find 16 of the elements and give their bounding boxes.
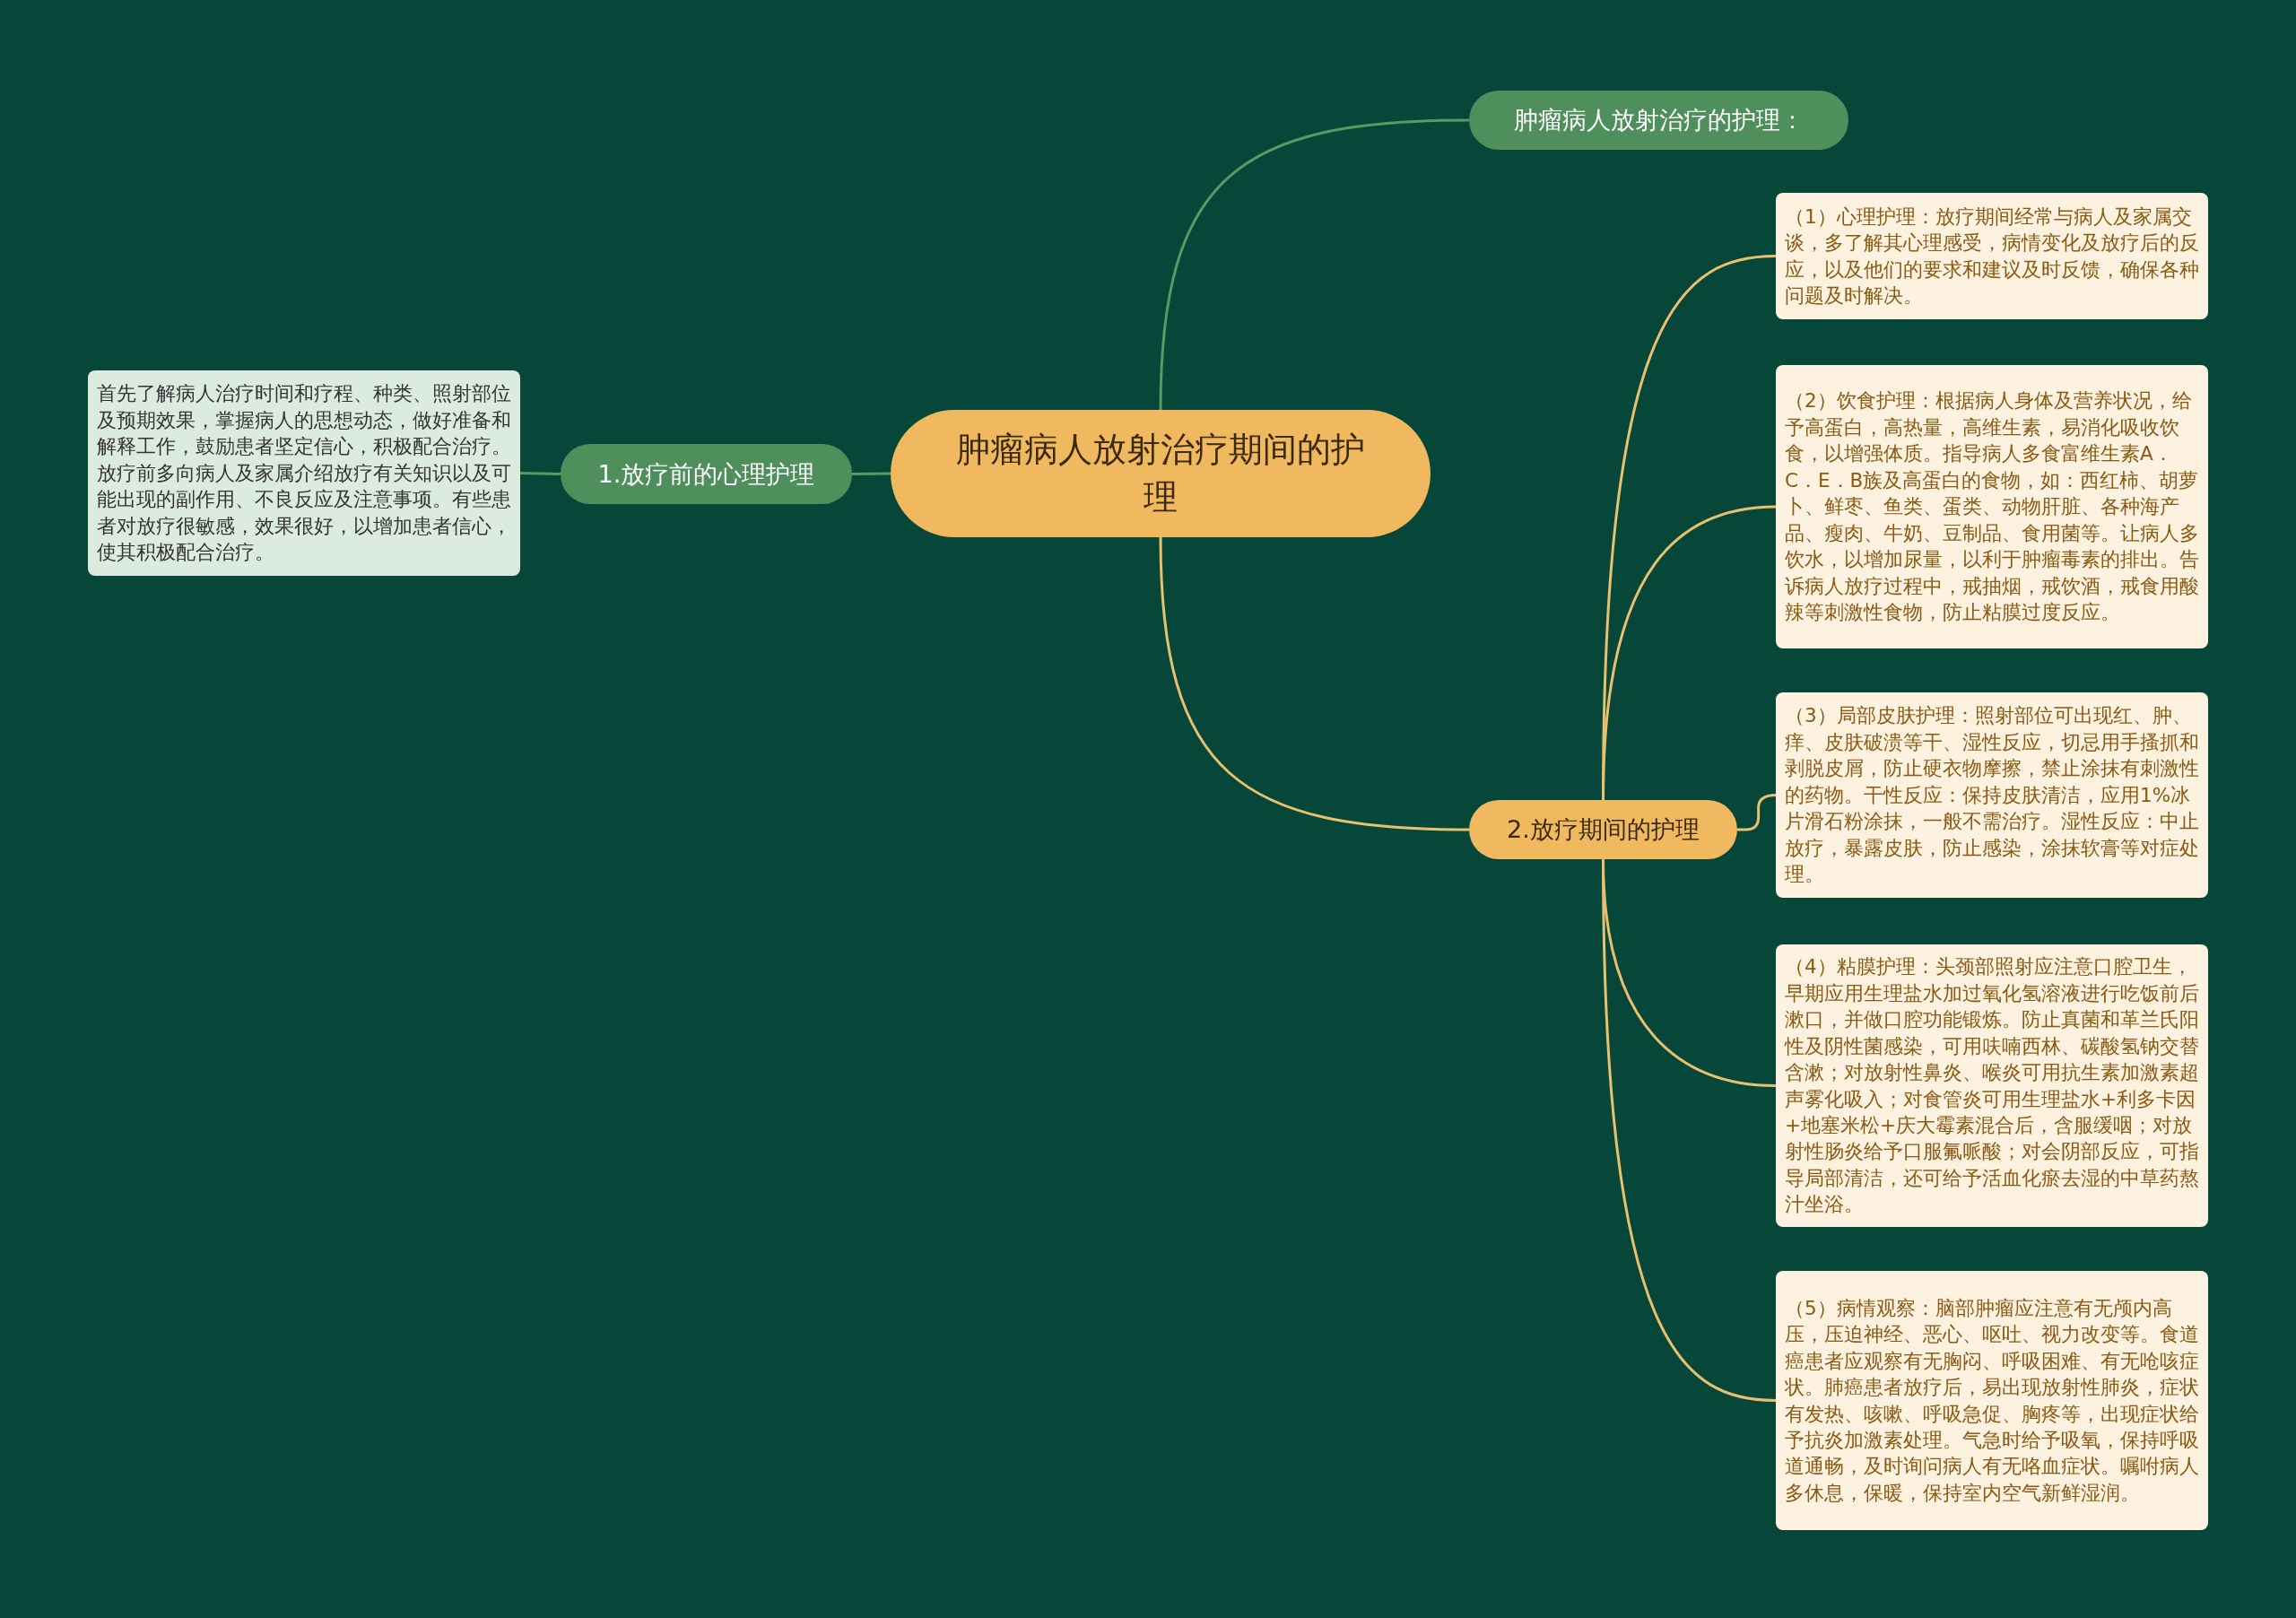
note-card: （5）病情观察：脑部肿瘤应注意有无颅内高压，压迫神经、恶心、呕吐、视力改变等。食道癌患者应观察有无胸闷、呼吸困难、有无呛咳症状。肺癌患者放疗后，易出现放射性肺炎，症状有发热、咳嗽、呼吸急促、胸疼等，出现症状给予抗炎加激素处理。气急时给予吸氧，保持呼吸道通畅，及时询问病人有无咯血症状。嘱咐病人多休息，保暖，保持室内空气新鲜湿润。	[1776, 1271, 2208, 1530]
branch-pill: 肿瘤病人放射治疗的护理：	[1469, 91, 1848, 150]
connector-line	[852, 472, 891, 475]
connector-line	[1602, 858, 1777, 1402]
note-card: （2）饮食护理：根据病人身体及营养状况，给予高蛋白，高热量，高维生素，易消化吸收饮食，以增强体质。指导病人多食富维生素A．C．E．B族及高蛋白的食物，如：西红柿、胡萝卜、鲜枣、鱼类、蛋类、动物肝脏、各种海产品、瘦肉、牛奶、豆制品、食用菌等。让病人多饮水，以增加尿量，以利于肿瘤毒素的排出。告诉病人放疗过程中，戒抽烟，戒饮酒，戒食用酸辣等刺激性食物，防止粘膜过度反应。	[1776, 365, 2208, 648]
branch-pill: 1.放疗前的心理护理	[561, 444, 852, 504]
branch-pill: 2.放疗期间的护理	[1469, 800, 1737, 859]
topic-pill: 肿瘤病人放射治疗期间的护理	[891, 410, 1431, 537]
note-card: （1）心理护理：放疗期间经常与病人及家属交谈，多了解其心理感受，病情变化及放疗后的反应，以及他们的要求和建议及时反馈，确保各种问题及时解决。	[1776, 193, 2208, 319]
connector-line	[519, 472, 561, 475]
connector-line	[1737, 794, 1777, 831]
note-card: （3）局部皮肤护理：照射部位可出现红、肿、痒、皮肤破溃等干、湿性反应，切忌用手搔抓和剥脱皮屑，防止硬衣物摩擦，禁止涂抹有刺激性的药物。干性反应：保持皮肤清洁，应用1%冰片滑石粉涂抹，一般不需治疗。湿性反应：中止放疗，暴露皮肤，防止感染，涂抹软膏等对症处理。	[1776, 692, 2208, 898]
connector-line	[1159, 118, 1470, 411]
connector-line	[1159, 536, 1470, 831]
note-card: 首先了解病人治疗时间和疗程、种类、照射部位及预期效果，掌握病人的思想动态，做好准备和解释工作，鼓励患者坚定信心，积极配合治疗。放疗前多向病人及家属介绍放疗有关知识以及可能出现的副作用、不良反应及注意事项。有些患者对放疗很敏感，效果很好，以增加患者信心，使其积极配合治疗。	[88, 370, 520, 576]
note-card: （4）粘膜护理：头颈部照射应注意口腔卫生，早期应用生理盐水加过氧化氢溶液进行吃饭前后漱口，并做口腔功能锻炼。防止真菌和革兰氏阳性及阴性菌感染，可用呋喃西林、碳酸氢钠交替含漱；对放射性鼻炎、喉炎可用抗生素加激素超声雾化吸入；对食管炎可用生理盐水+利多卡因+地塞米松+庆大霉素混合后，含服缓咽；对放射性肠炎给予口服氟哌酸；对会阴部反应，可指导局部清洁，还可给予活血化瘀去湿的中草药熬汁坐浴。	[1776, 944, 2208, 1227]
